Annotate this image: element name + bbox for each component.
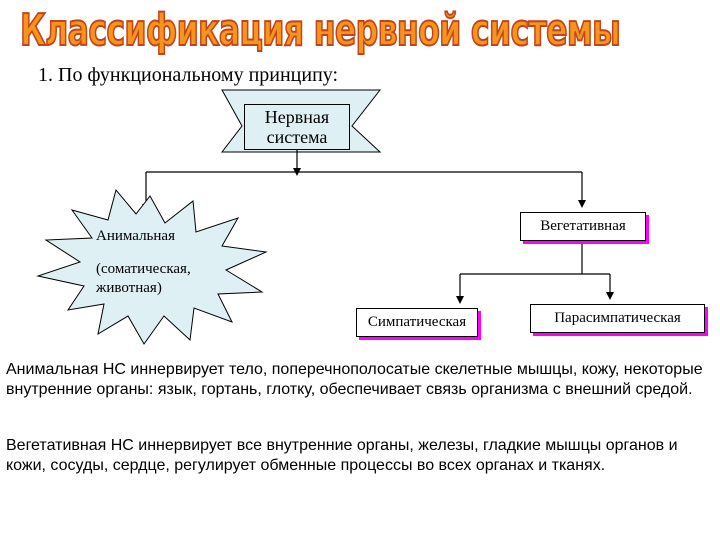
animal-node-label: Анимальная — [96, 228, 175, 244]
vegetative-description-paragraph: Вегетативная НС иннервирует все внутренн… — [6, 437, 678, 474]
sympathetic-node: Симпатическая — [356, 308, 478, 337]
animal-node-sublabel: (соматическая, животная) — [96, 261, 191, 296]
slide-title: Классификация нервной системы — [19, 4, 621, 57]
animal-starburst-shape — [36, 188, 268, 345]
parasympathetic-node: Парасимпатическая — [530, 304, 705, 333]
animal-description-paragraph: Анимальная НС иннервирует тело, поперечн… — [6, 361, 703, 398]
vegetative-node: Вегетативная — [520, 212, 646, 241]
root-node-nervous-system: Нервная система — [244, 104, 350, 150]
classification-subtitle: 1. По функциональному принципу: — [38, 64, 343, 87]
